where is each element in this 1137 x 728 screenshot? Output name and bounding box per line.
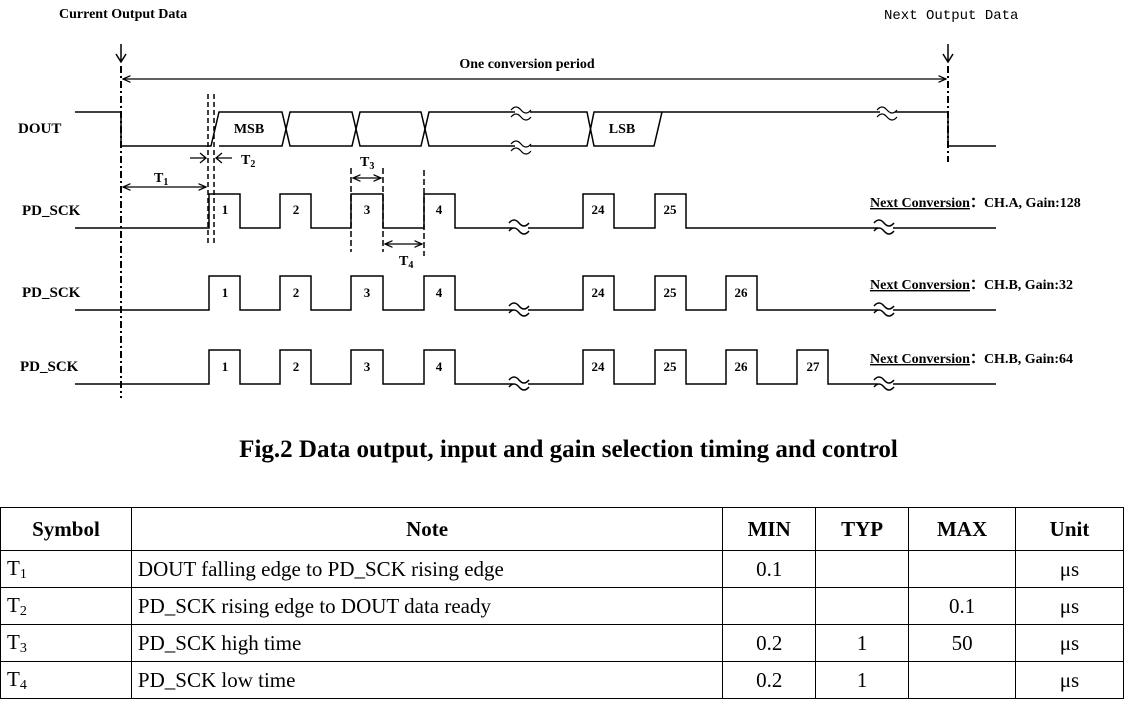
figure-caption: Fig.2 Data output, input and gain select… [239, 436, 898, 463]
pulse-label: 25 [664, 359, 678, 374]
table-row: T2 PD_SCK rising edge to DOUT data ready… [0, 587, 1124, 625]
pd-sck-waveform-1 [75, 193, 996, 235]
cell-min: 0.2 [722, 624, 817, 662]
pulse-label: 1 [222, 285, 229, 300]
cell-max: 0.1 [908, 587, 1017, 625]
current-output-label: Current Output Data [59, 7, 187, 22]
dout-waveform [75, 111, 996, 147]
header-symbol: Symbol [0, 507, 132, 551]
header-unit: Unit [1015, 507, 1124, 551]
header-max: MAX [908, 507, 1017, 551]
pulse-label: 3 [364, 285, 371, 300]
pulse-label: 4 [436, 359, 443, 374]
cell-unit: μs [1015, 587, 1124, 625]
table-row: T1 DOUT falling edge to PD_SCK rising ed… [0, 550, 1124, 588]
cell-unit: μs [1015, 661, 1124, 699]
cell-symbol: T2 [0, 587, 132, 625]
pd-sck-signal-label-1: PD_SCK [22, 203, 81, 219]
pulse-label: 24 [592, 285, 606, 300]
cell-typ [815, 550, 910, 588]
pulse-label: 1 [222, 202, 229, 217]
timing-diagram: Current Output Data Next Output Data One… [18, 7, 1081, 398]
pulse-label: 25 [664, 202, 678, 217]
pulse-label: 26 [735, 285, 749, 300]
timing-spec-table: Symbol Note MIN TYP MAX Unit T1 DOUT fal… [0, 507, 1124, 699]
table-row: T3 PD_SCK high time 0.2 1 50 μs [0, 624, 1124, 662]
pulse-label: 25 [664, 285, 678, 300]
t2-marker [190, 152, 232, 164]
dout-signal-label: DOUT [18, 121, 61, 137]
header-note: Note [130, 507, 724, 551]
cell-min [722, 587, 817, 625]
pulse-label: 4 [436, 285, 443, 300]
pd-sck-waveform-3 [75, 349, 996, 391]
current-output-arrow [115, 44, 127, 64]
pulse-label: 26 [735, 359, 749, 374]
pulse-label: 3 [364, 202, 371, 217]
pulse-label: 2 [293, 285, 300, 300]
lsb-label: LSB [609, 122, 635, 137]
cell-typ [815, 587, 910, 625]
next-output-arrow [942, 44, 954, 64]
period-label: One conversion period [459, 57, 595, 72]
cell-note: PD_SCK rising edge to DOUT data ready [130, 587, 724, 625]
next-conversion-label-2: Next Conversion：CH.B, Gain:32 [870, 278, 1073, 293]
header-typ: TYP [815, 507, 910, 551]
cell-min: 0.1 [722, 550, 817, 588]
cell-symbol: T1 [0, 550, 132, 588]
pd-sck-waveform-2 [75, 275, 996, 317]
pulse-label: 1 [222, 359, 229, 374]
cell-min: 0.2 [722, 661, 817, 699]
cell-typ: 1 [815, 661, 910, 699]
pulse-label: 24 [592, 359, 606, 374]
t3-label: T3 [360, 155, 374, 172]
t2-label: T2 [241, 153, 255, 170]
msb-label: MSB [234, 122, 264, 137]
table-header-row: Symbol Note MIN TYP MAX Unit [0, 507, 1124, 551]
table-row: T4 PD_SCK low time 0.2 1 μs [0, 661, 1124, 699]
t1-label: T1 [154, 171, 168, 188]
pd-sck-signal-label-3: PD_SCK [20, 359, 79, 375]
pulse-label: 24 [592, 202, 606, 217]
cell-typ: 1 [815, 624, 910, 662]
t4-label: T4 [399, 254, 413, 271]
cell-symbol: T4 [0, 661, 132, 699]
next-conversion-label-3: Next Conversion：CH.B, Gain:64 [870, 352, 1073, 367]
cell-symbol: T3 [0, 624, 132, 662]
cell-max [908, 550, 1017, 588]
cell-note: PD_SCK low time [130, 661, 724, 699]
cell-max: 50 [908, 624, 1017, 662]
cell-note: PD_SCK high time [130, 624, 724, 662]
cell-max [908, 661, 1017, 699]
next-conversion-label-1: Next Conversion：CH.A, Gain:128 [870, 196, 1081, 211]
pulse-label: 4 [436, 202, 443, 217]
header-min: MIN [722, 507, 817, 551]
pd-sck-signal-label-2: PD_SCK [22, 285, 81, 301]
dout-break-marks [510, 106, 898, 155]
pulse-label: 2 [293, 359, 300, 374]
cell-unit: μs [1015, 550, 1124, 588]
pulse-label: 3 [364, 359, 371, 374]
cell-note: DOUT falling edge to PD_SCK rising edge [130, 550, 724, 588]
cell-unit: μs [1015, 624, 1124, 662]
pulse-label: 2 [293, 202, 300, 217]
pulse-label: 27 [807, 359, 821, 374]
next-output-label: Next Output Data [884, 8, 1018, 24]
